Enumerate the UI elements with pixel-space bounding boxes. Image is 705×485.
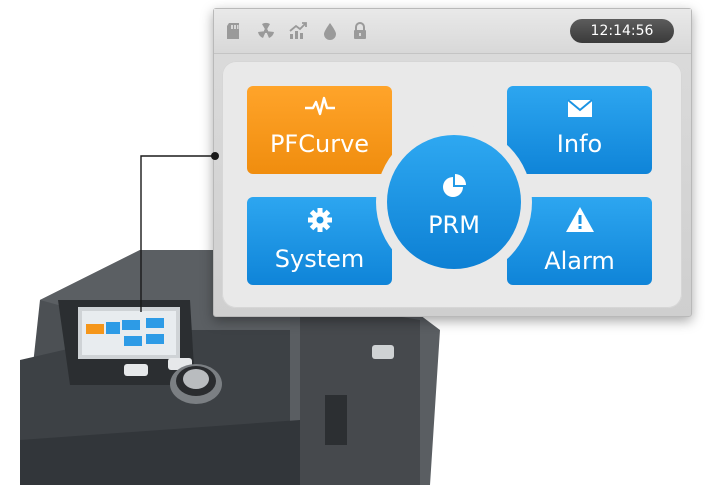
pie-chart-icon (443, 174, 466, 197)
status-bar: 12:14:56 (214, 9, 691, 54)
pfcurve-label: PFCurve (269, 130, 370, 158)
clock-display: 12:14:56 (570, 19, 674, 43)
screen-panel: 12:14:56 PFCurve Info (213, 8, 692, 317)
info-label: Info (556, 130, 603, 158)
gear-icon (308, 208, 332, 232)
sd-card-icon (227, 23, 239, 39)
radiation-icon (258, 22, 274, 38)
system-label: System (274, 245, 365, 273)
prm-label: PRM (428, 211, 480, 239)
humidity-drop-icon (324, 23, 336, 40)
heartbeat-icon (305, 96, 335, 116)
info-button[interactable]: Info (507, 86, 652, 174)
main-menu: PFCurve Info System (222, 61, 682, 308)
alarm-label: Alarm (544, 247, 615, 275)
prm-button[interactable]: PRM (387, 135, 521, 269)
envelope-icon (567, 99, 593, 117)
pfcurve-button[interactable]: PFCurve (247, 86, 392, 174)
system-button[interactable]: System (247, 197, 392, 285)
lock-icon (354, 22, 366, 39)
warning-icon (566, 207, 594, 232)
trend-chart-icon (289, 22, 307, 39)
